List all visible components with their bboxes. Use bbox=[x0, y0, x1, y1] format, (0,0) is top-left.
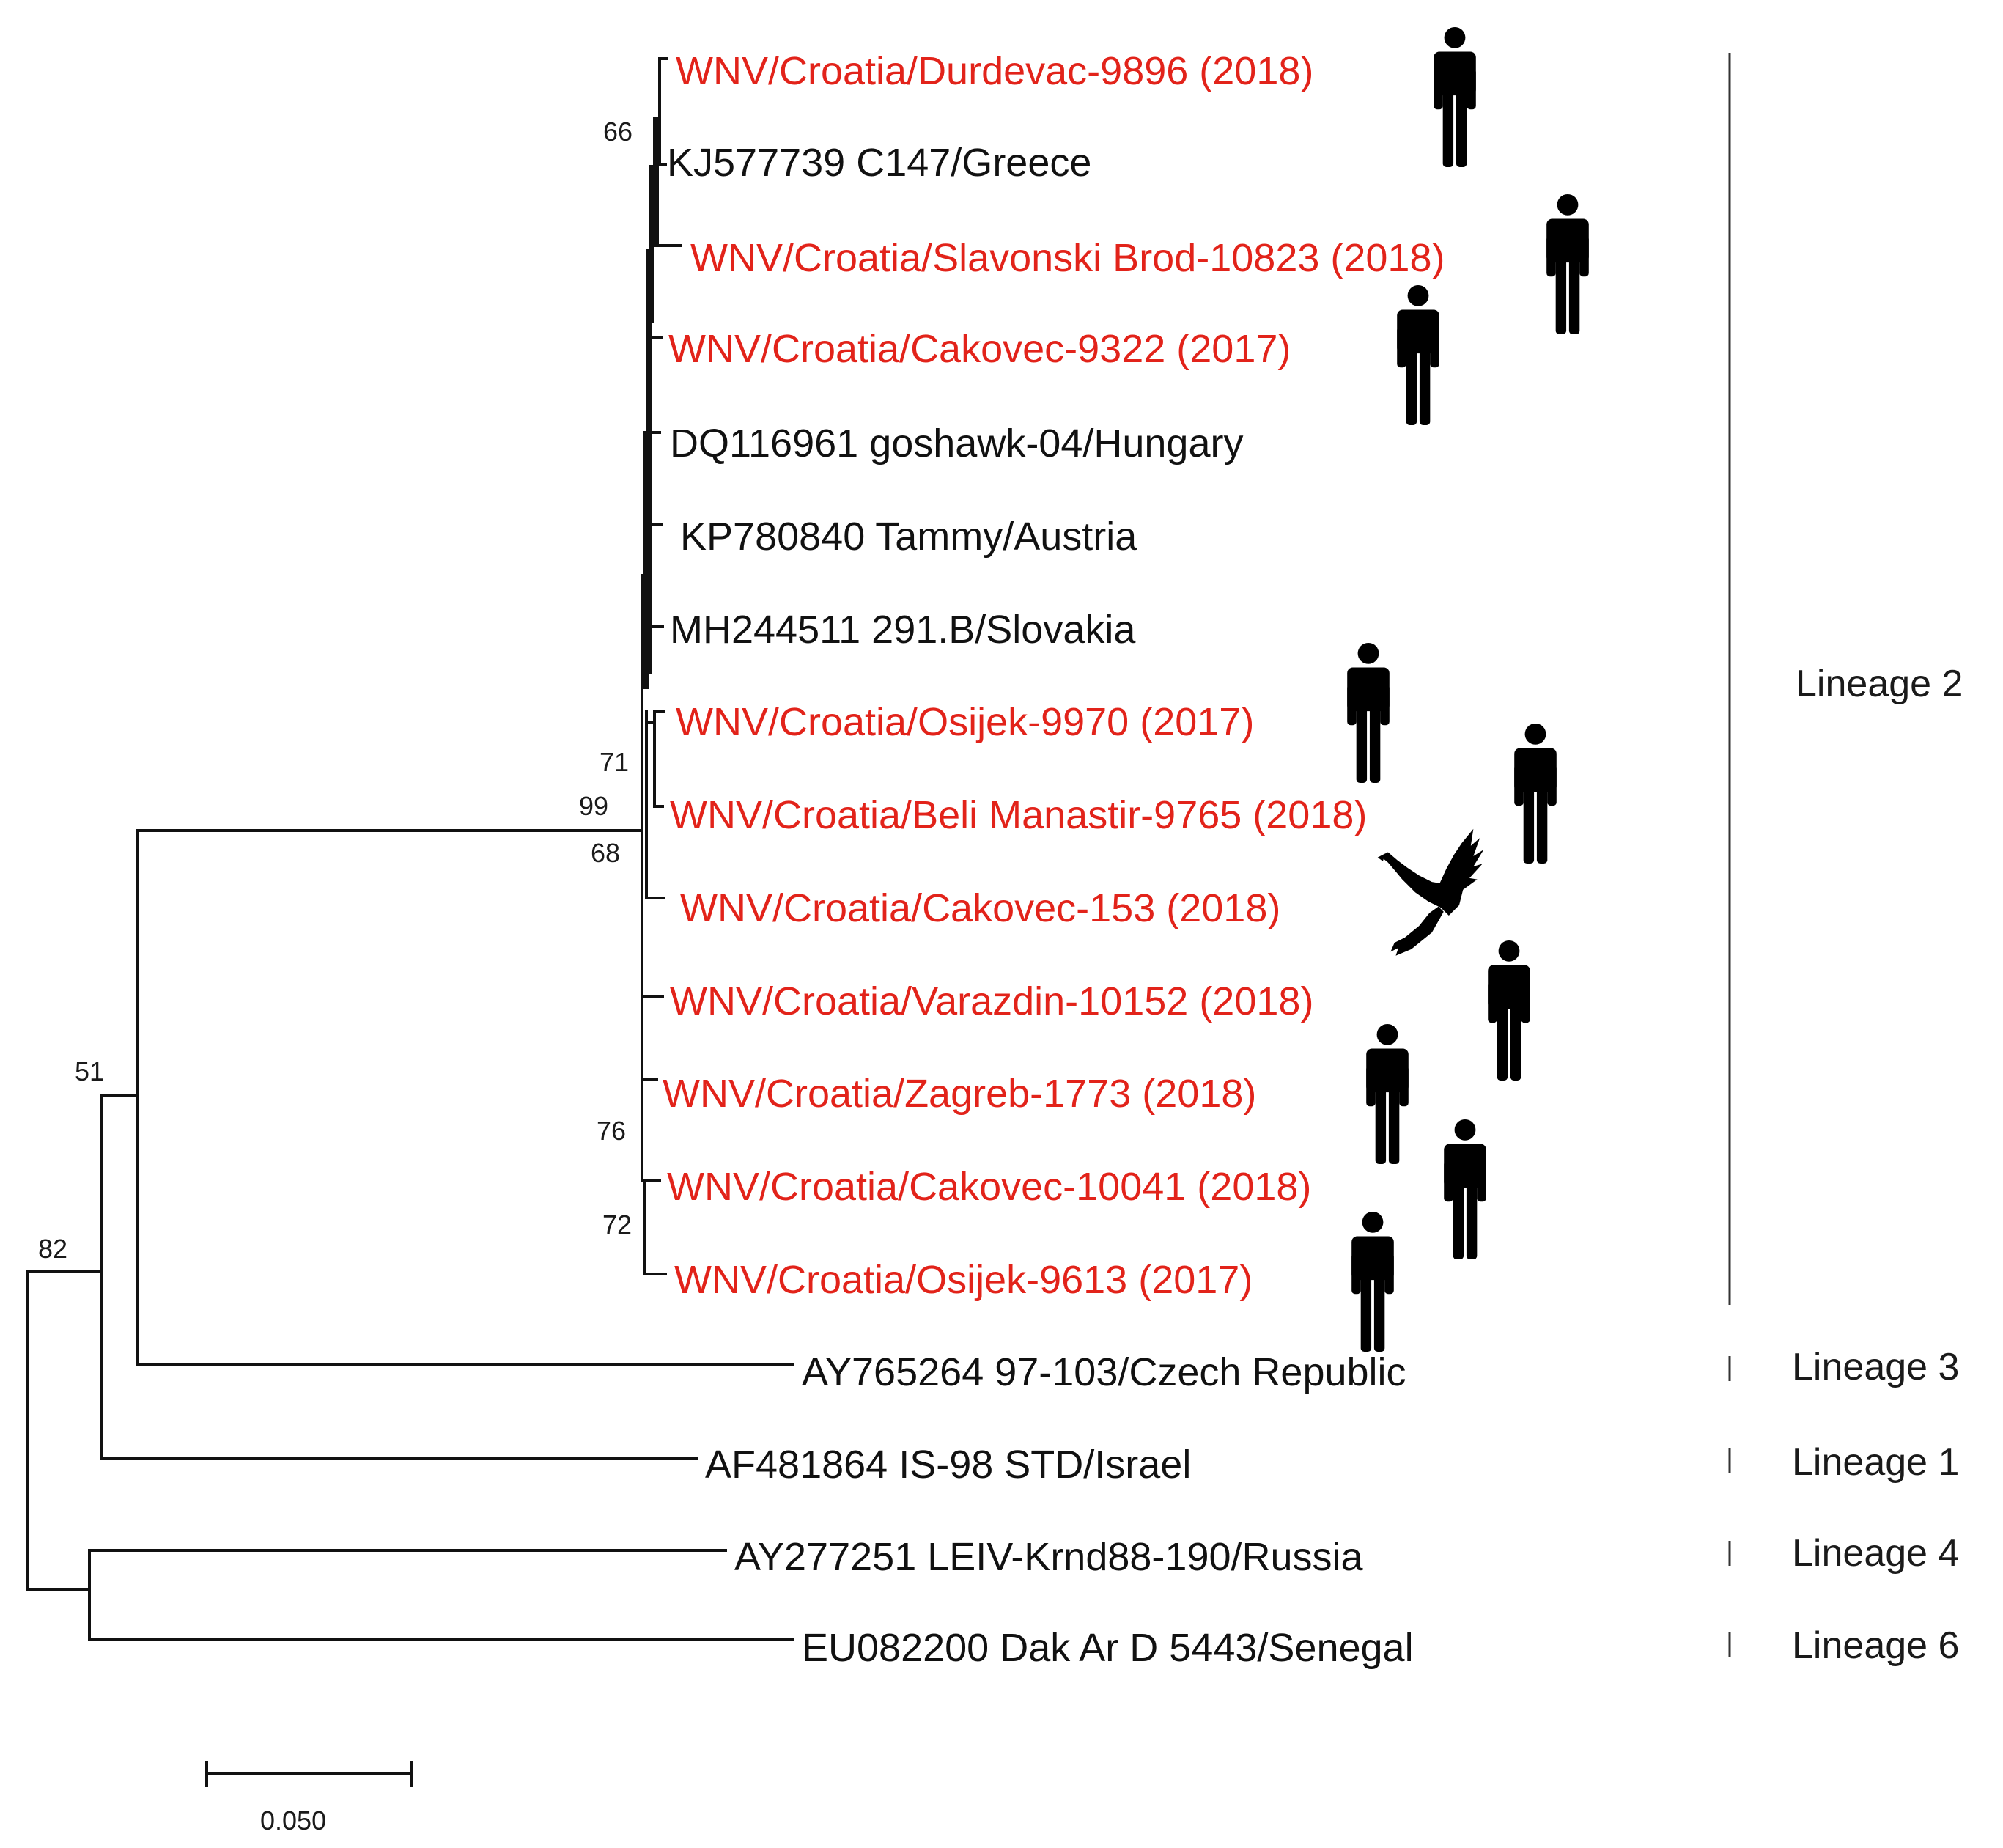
human-icon bbox=[1434, 26, 1476, 167]
lineage-label: Lineage 6 bbox=[1792, 1624, 1959, 1667]
taxon-label: EU082200 Dak Ar D 5443/Senegal bbox=[802, 1626, 1414, 1670]
bootstrap-value: 68 bbox=[591, 838, 620, 868]
taxon-label: WNV/Croatia/Slavonski Brod-10823 (2018) bbox=[690, 236, 1445, 280]
bootstrap-value: 66 bbox=[603, 117, 632, 147]
taxon-label: AY277251 LEIV-Krnd88-190/Russia bbox=[734, 1535, 1364, 1579]
bootstrap-value: 71 bbox=[600, 747, 629, 777]
human-icon bbox=[1351, 1211, 1394, 1352]
human-icon bbox=[1397, 284, 1439, 425]
taxon-label: WNV/Croatia/Zagreb-1773 (2018) bbox=[663, 1072, 1256, 1116]
bootstrap-value: 72 bbox=[602, 1210, 632, 1240]
human-icon bbox=[1546, 194, 1589, 334]
human-icon bbox=[1366, 1023, 1409, 1164]
branches bbox=[26, 57, 794, 1641]
host-icons bbox=[1347, 26, 1589, 1352]
taxon-label: AY765264 97-103/Czech Republic bbox=[802, 1350, 1406, 1394]
taxon-label: WNV/Croatia/Cakovec-153 (2018) bbox=[680, 886, 1280, 930]
bootstrap-value: 76 bbox=[597, 1116, 626, 1146]
bird-of-prey-icon bbox=[1377, 828, 1484, 956]
taxon-label: WNV/Croatia/Cakovec-9322 (2017) bbox=[668, 327, 1291, 371]
bootstrap-value: 82 bbox=[38, 1234, 67, 1264]
lineage-label: Lineage 3 bbox=[1792, 1346, 1959, 1388]
taxon-label: WNV/Croatia/Cakovec-10041 (2018) bbox=[667, 1165, 1311, 1209]
lineage-label: Lineage 1 bbox=[1792, 1441, 1959, 1484]
lineage-annotations: Lineage 2 Lineage 3 Lineage 1 Lineage 4 … bbox=[1728, 53, 1963, 1667]
taxon-label: WNV/Croatia/Osijek-9970 (2017) bbox=[676, 700, 1254, 744]
taxon-label: KP780840 Tammy/Austria bbox=[680, 515, 1137, 559]
taxon-label: WNV/Croatia/Varazdin-10152 (2018) bbox=[670, 979, 1313, 1023]
human-icon bbox=[1514, 723, 1557, 864]
taxon-label: MH244511 291.B/Slovakia bbox=[670, 608, 1136, 652]
lineage-label: Lineage 4 bbox=[1792, 1532, 1959, 1575]
taxon-labels: WNV/Croatia/Durdevac-9896 (2018) KJ57773… bbox=[663, 49, 1445, 1670]
taxon-label: AF481864 IS-98 STD/Israel bbox=[705, 1443, 1191, 1487]
scale-bar-label: 0.050 bbox=[260, 1805, 326, 1836]
human-icon bbox=[1347, 642, 1390, 783]
bootstrap-value: 51 bbox=[75, 1056, 104, 1086]
human-icon bbox=[1444, 1119, 1486, 1259]
taxon-label: WNV/Croatia/Beli Manastir-9765 (2018) bbox=[670, 793, 1367, 837]
bootstrap-values: 66 71 99 68 76 72 51 82 bbox=[38, 117, 632, 1264]
taxon-label: WNV/Croatia/Osijek-9613 (2017) bbox=[674, 1258, 1253, 1302]
scale-bar: 0.050 bbox=[205, 1761, 413, 1836]
human-icon bbox=[1488, 940, 1530, 1081]
taxon-label: DQ116961 goshawk-04/Hungary bbox=[670, 421, 1243, 465]
bootstrap-value: 99 bbox=[579, 791, 608, 821]
lineage-label: Lineage 2 bbox=[1796, 663, 1963, 705]
taxon-label: WNV/Croatia/Durdevac-9896 (2018) bbox=[676, 49, 1313, 93]
taxon-label: KJ577739 C147/Greece bbox=[667, 141, 1091, 185]
